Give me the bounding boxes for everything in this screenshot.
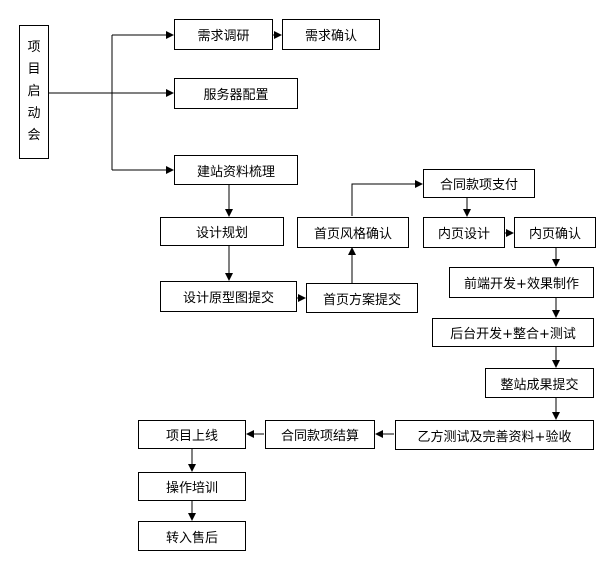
node-label: 设计原型图提交 bbox=[182, 291, 274, 306]
node-site-submit: 整站成果提交 bbox=[485, 368, 594, 398]
node-home-proposal-submit: 首页方案提交 bbox=[306, 283, 418, 313]
node-contract-payment: 合同款项支付 bbox=[423, 169, 535, 198]
node-kickoff-char: 启 bbox=[27, 84, 41, 99]
node-label: 整站成果提交 bbox=[500, 377, 579, 393]
node-label: 合同款项支付 bbox=[439, 178, 518, 193]
node-label: 前端开发+效果制作 bbox=[464, 277, 579, 292]
node-backend-dev: 后台开发+整合+测试 bbox=[432, 318, 594, 347]
node-label: 需求调研 bbox=[197, 29, 250, 44]
node-req-research: 需求调研 bbox=[174, 19, 273, 50]
node-site-material: 建站资料梳理 bbox=[174, 155, 298, 185]
node-label: 后台开发+整合+测试 bbox=[450, 327, 576, 342]
node-inner-design: 内页设计 bbox=[423, 217, 505, 248]
node-client-test: 乙方测试及完善资料+验收 bbox=[395, 420, 594, 450]
node-label: 需求确认 bbox=[304, 29, 357, 44]
node-label: 合同款项结算 bbox=[280, 429, 359, 444]
node-req-confirm: 需求确认 bbox=[282, 19, 380, 50]
node-kickoff-char: 项 bbox=[27, 40, 41, 55]
node-label: 操作培训 bbox=[165, 481, 218, 496]
node-label: 服务器配置 bbox=[203, 88, 269, 103]
node-frontend-dev: 前端开发+效果制作 bbox=[449, 267, 594, 298]
node-label: 内页设计 bbox=[437, 227, 490, 242]
node-label: 首页风格确认 bbox=[313, 227, 392, 242]
node-label: 内页确认 bbox=[528, 227, 581, 242]
node-training: 操作培训 bbox=[138, 472, 246, 501]
node-label: 项目上线 bbox=[165, 429, 218, 444]
node-prototype-submit: 设计原型图提交 bbox=[160, 281, 297, 312]
node-label: 乙方测试及完善资料+验收 bbox=[417, 429, 572, 445]
node-server-config: 服务器配置 bbox=[174, 78, 298, 109]
node-after-sales: 转入售后 bbox=[138, 521, 246, 551]
node-home-style-confirm: 首页风格确认 bbox=[297, 217, 409, 248]
node-kickoff-char: 目 bbox=[27, 62, 41, 77]
node-inner-confirm: 内页确认 bbox=[514, 217, 596, 248]
arrow-style-to-payment bbox=[351, 180, 423, 216]
node-label: 转入售后 bbox=[165, 530, 218, 546]
node-go-live: 项目上线 bbox=[138, 420, 246, 449]
node-label: 建站资料梳理 bbox=[196, 164, 275, 180]
node-kickoff-char: 会 bbox=[27, 128, 41, 143]
node-label: 首页方案提交 bbox=[322, 292, 401, 308]
node-kickoff-char: 动 bbox=[27, 106, 41, 121]
node-contract-settle: 合同款项结算 bbox=[265, 420, 375, 449]
node-label: 设计规划 bbox=[195, 226, 248, 241]
node-kickoff: 项 目 启 动 会 bbox=[19, 25, 49, 159]
node-design-plan: 设计规划 bbox=[160, 217, 284, 246]
